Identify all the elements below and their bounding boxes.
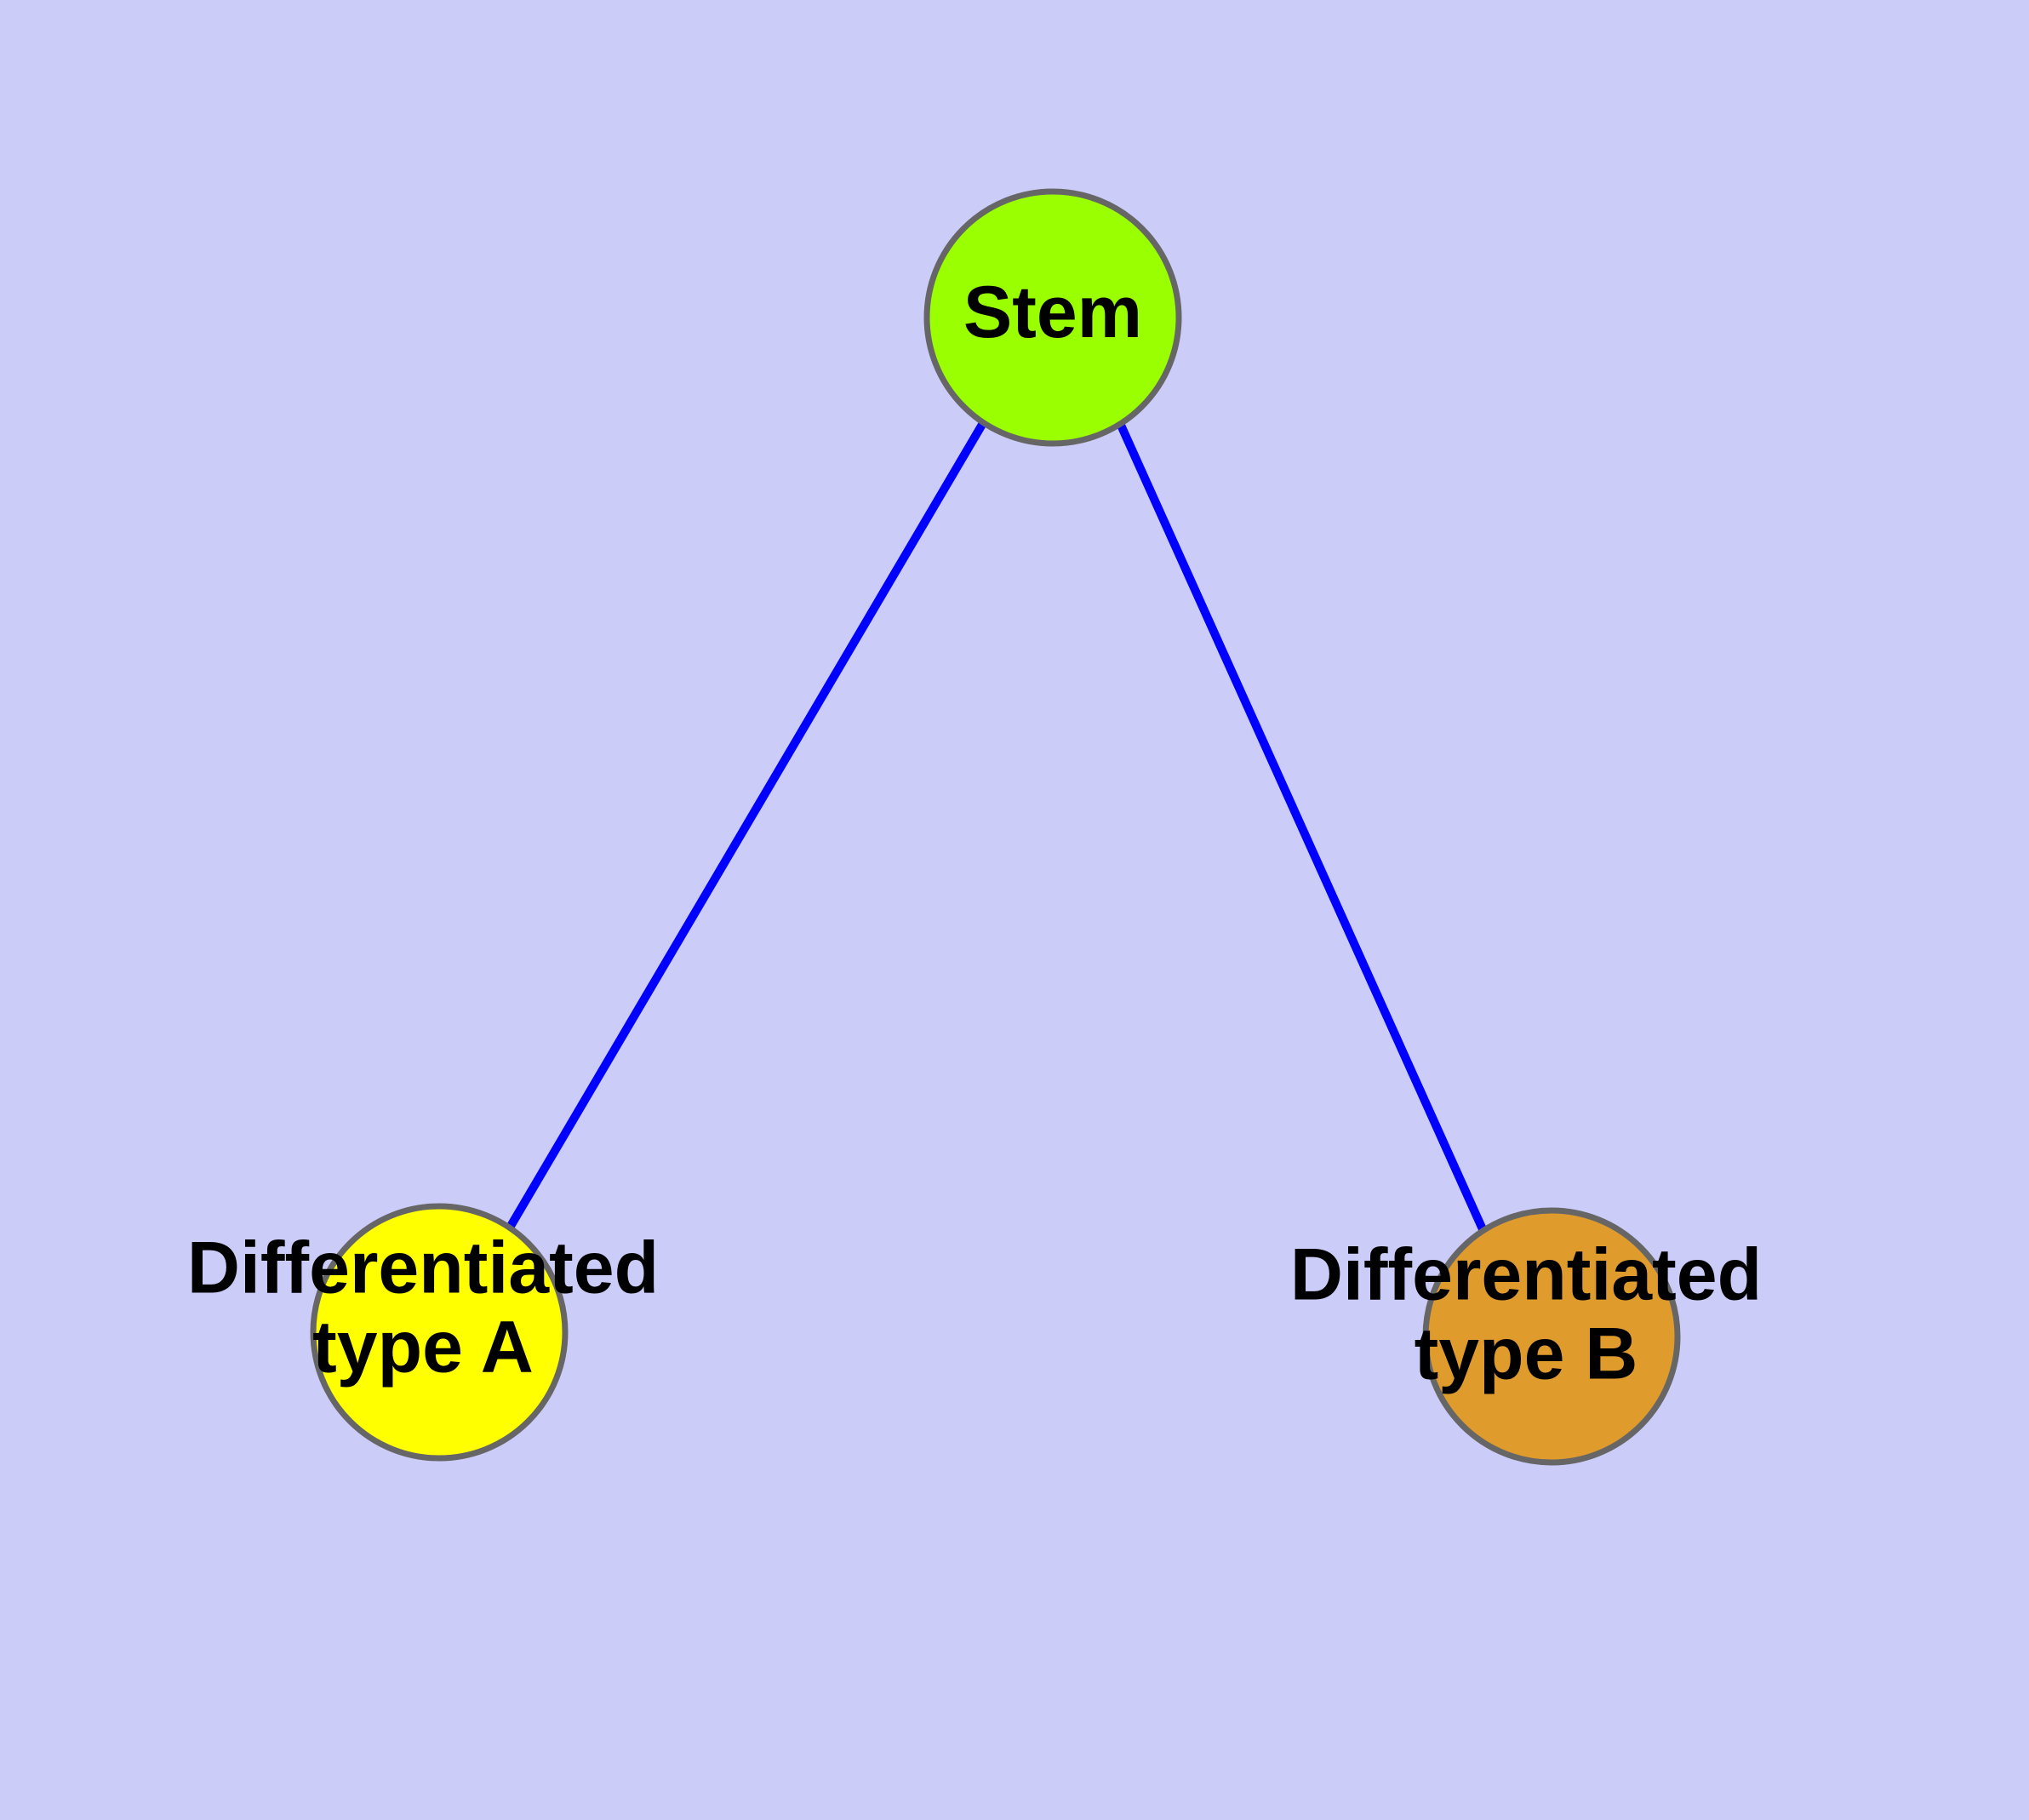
node-label-line: type A (312, 1306, 534, 1388)
node-circle-diff-a[interactable] (310, 1203, 569, 1462)
node-label-line: Differentiated (187, 1227, 659, 1308)
node-label-line: Differentiated (1290, 1233, 1762, 1315)
node-label-line: type B (1415, 1313, 1638, 1394)
edge-stem-to-diff-a[interactable] (506, 421, 987, 1230)
edge-stem-to-diff-b[interactable] (1115, 419, 1487, 1232)
node-circle-stem[interactable] (923, 188, 1182, 447)
node-circle-diff-b[interactable] (1422, 1207, 1681, 1466)
node-label-line: Stem (963, 272, 1142, 353)
node-label-stem: Stem (963, 272, 1142, 353)
